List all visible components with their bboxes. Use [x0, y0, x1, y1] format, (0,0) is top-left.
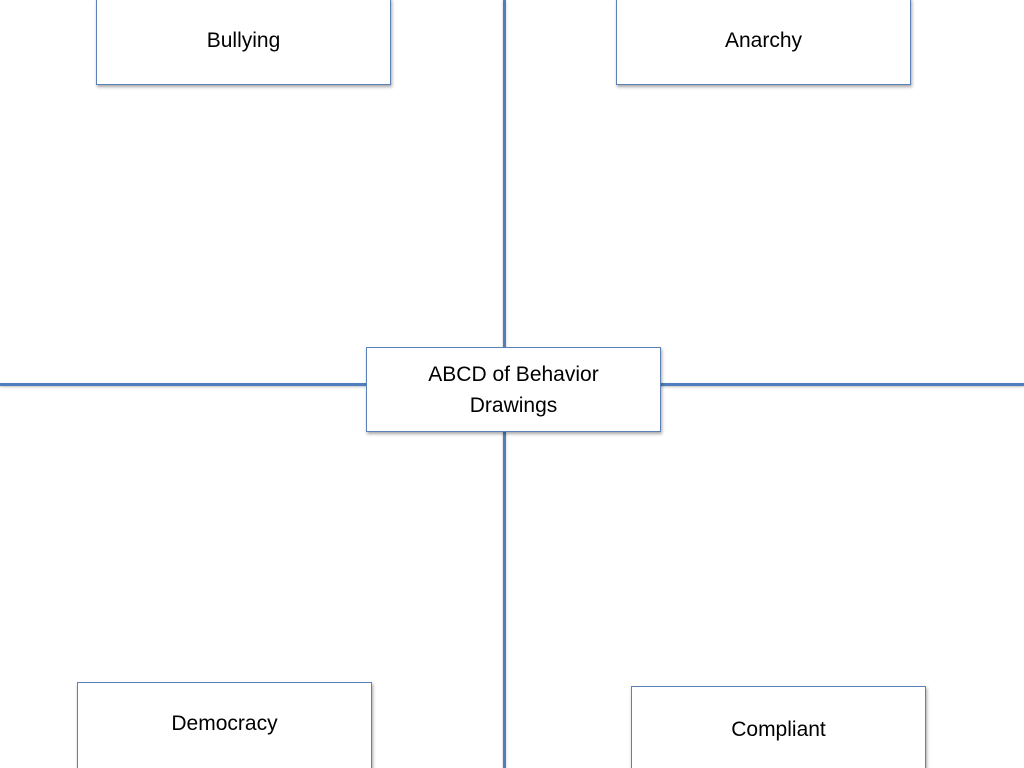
horizontal-axis-right: [660, 383, 1024, 386]
quadrant-box-compliant: Compliant: [631, 686, 926, 768]
vertical-axis-top: [503, 0, 506, 347]
center-box: ABCD of Behavior Drawings: [366, 347, 661, 432]
quadrant-box-anarchy: Anarchy: [616, 0, 911, 85]
quadrant-label-compliant: Compliant: [731, 717, 826, 741]
quadrant-box-bullying: Bullying: [96, 0, 391, 85]
quadrant-box-democracy: Democracy: [77, 682, 372, 768]
quadrant-label-anarchy: Anarchy: [724, 29, 803, 52]
horizontal-axis-left: [0, 383, 366, 386]
quadrant-label-bullying: Bullying: [206, 29, 281, 52]
quadrant-label-democracy: Democracy: [171, 711, 278, 735]
center-label: ABCD of Behavior Drawings: [428, 362, 599, 417]
vertical-axis-bottom: [503, 432, 506, 768]
